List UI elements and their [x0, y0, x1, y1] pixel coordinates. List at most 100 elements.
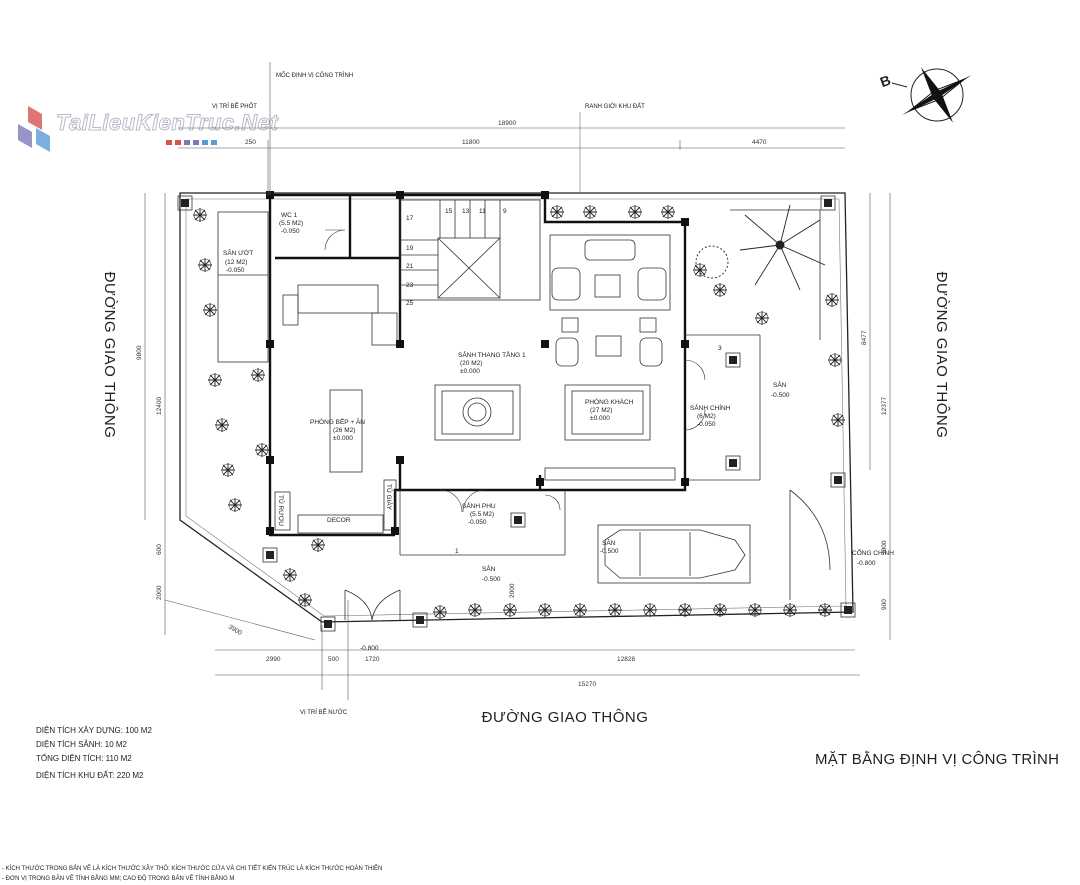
- svg-text:(12 M2): (12 M2): [225, 259, 247, 266]
- footnote-line: - ĐƠN VỊ TRONG BẢN VẼ TÍNH BẰNG MM; CAO …: [2, 876, 235, 882]
- svg-text:±0.000: ±0.000: [460, 368, 480, 375]
- svg-text:8477: 8477: [861, 330, 868, 345]
- svg-text:SẢNH PHỤ: SẢNH PHỤ: [462, 501, 496, 510]
- room-wc: WC 1 (5.5 M2) -0.050: [279, 212, 303, 235]
- drawing-title: MẶT BẰNG ĐỊNH VỊ CÔNG TRÌNH: [815, 751, 1060, 768]
- shoe-cabinet-label: TỦ GIÀY: [385, 484, 394, 511]
- dimension-lines: [144, 62, 891, 700]
- stair-numbers: 17 15 13 11 9 19 21 23 25 3 1: [406, 208, 722, 555]
- svg-text:(6 M2): (6 M2): [697, 413, 716, 420]
- svg-text:900: 900: [881, 599, 888, 610]
- site-boundary: [179, 192, 854, 623]
- logo-icon: [18, 106, 50, 152]
- watermark-logo: TaiLieuKienTruc.Net: [16, 104, 279, 156]
- svg-text:2000: 2000: [509, 583, 516, 598]
- svg-text:18900: 18900: [498, 120, 516, 127]
- callout-ranh-gioi: RANH GIỚI KHU ĐẤT: [585, 103, 645, 110]
- svg-text:4470: 4470: [752, 139, 767, 146]
- room-san-uot: SÂN ƯỚT (12 M2) -0.050: [223, 248, 253, 274]
- svg-text:12400: 12400: [156, 397, 163, 415]
- svg-text:-0.800: -0.800: [857, 560, 876, 567]
- interior-lines: [217, 199, 831, 621]
- tree-icon: [695, 204, 826, 291]
- gate-pillars: [177, 195, 856, 632]
- svg-text:13: 13: [462, 208, 470, 215]
- svg-text:9800: 9800: [136, 345, 143, 360]
- yard-right: SÂN -0.500: [771, 380, 790, 399]
- callout-be-phot: VỊ TRÍ BỂ PHỐT: [212, 103, 257, 110]
- logo-text: TaiLieuKienTruc.Net: [55, 110, 279, 136]
- svg-text:19: 19: [406, 245, 414, 252]
- svg-text:±0.000: ±0.000: [590, 415, 610, 422]
- svg-text:-0.050: -0.050: [697, 421, 716, 428]
- yard-bottom: SÂN -0.500: [482, 564, 501, 583]
- svg-text:SÂN: SÂN: [482, 564, 496, 573]
- svg-text:-0.500: -0.500: [600, 548, 619, 555]
- gate-level: -0.800: [360, 645, 379, 652]
- svg-text:3: 3: [718, 345, 722, 352]
- room-sanh-chinh: SẢNH CHÍNH (6 M2) -0.050: [690, 403, 731, 428]
- svg-text:3000: 3000: [881, 540, 888, 555]
- summary-line: DIỆN TÍCH KHU ĐẤT: 220 M2: [36, 771, 144, 780]
- svg-text:11800: 11800: [462, 139, 480, 146]
- svg-text:(5.5 M2): (5.5 M2): [470, 511, 494, 518]
- svg-text:23: 23: [406, 282, 414, 289]
- svg-text:2990: 2990: [266, 656, 281, 663]
- svg-text:SẢNH CHÍNH: SẢNH CHÍNH: [690, 403, 731, 412]
- garden-plants: [192, 204, 846, 620]
- summary-line: DIỆN TÍCH XÂY DỰNG: 100 M2: [36, 726, 152, 735]
- decor-label: DECOR: [327, 517, 351, 524]
- svg-text:(5.5 M2): (5.5 M2): [279, 220, 303, 227]
- room-bep-an: PHÒNG BẾP + ĂN (26 M2) ±0.000: [310, 416, 365, 442]
- svg-text:11: 11: [479, 208, 486, 215]
- svg-text:PHÒNG KHÁCH: PHÒNG KHÁCH: [585, 397, 634, 406]
- svg-text:-0.500: -0.500: [482, 576, 501, 583]
- svg-text:1: 1: [455, 548, 459, 555]
- svg-text:17: 17: [406, 215, 414, 222]
- svg-text:SÂN: SÂN: [773, 380, 787, 389]
- svg-text:-0.050: -0.050: [468, 519, 487, 526]
- svg-text:±0.000: ±0.000: [333, 435, 353, 442]
- svg-text:9: 9: [503, 208, 507, 215]
- svg-text:(26 M2): (26 M2): [333, 427, 355, 434]
- yard-car: SÂN -0.500: [600, 538, 619, 555]
- footnote-line: - KÍCH THƯỚC TRONG BẢN VẼ LÀ KÍCH THƯỚC …: [2, 866, 383, 872]
- callout-be-nuoc: VỊ TRÍ BỂ NƯỚC: [300, 709, 348, 716]
- callout-moc-dinh-vi: MỐC ĐỊNH VỊ CÔNG TRÌNH: [276, 72, 353, 79]
- svg-text:25: 25: [406, 300, 414, 307]
- road-label-bottom: ĐƯỜNG GIAO THÔNG: [482, 709, 649, 726]
- svg-text:CỔNG CHÍNH: CỔNG CHÍNH: [852, 548, 894, 557]
- svg-text:15270: 15270: [578, 681, 596, 688]
- svg-text:SÂN: SÂN: [602, 538, 616, 547]
- svg-text:(20 M2): (20 M2): [460, 360, 482, 367]
- north-arrow-icon: [891, 67, 972, 123]
- north-letter: B: [878, 72, 893, 90]
- room-sanh-phu: SẢNH PHỤ (5.5 M2) -0.050: [462, 501, 496, 526]
- wine-cabinet-label: TỦ RƯỢU: [277, 495, 286, 526]
- svg-text:600: 600: [156, 544, 163, 555]
- svg-text:500: 500: [328, 656, 339, 663]
- summary-line: DIỆN TÍCH SẢNH: 10 M2: [36, 740, 127, 749]
- svg-text:SẢNH THANG TẦNG 1: SẢNH THANG TẦNG 1: [458, 349, 526, 359]
- svg-text:21: 21: [406, 263, 414, 270]
- doors: [324, 229, 706, 513]
- svg-text:15: 15: [445, 208, 453, 215]
- dimension-texts: 18900 11800 4470 250 9800 12400 600 2000…: [136, 120, 888, 688]
- svg-text:SÂN ƯỚT: SÂN ƯỚT: [223, 248, 253, 257]
- summary-line: TỔNG DIỆN TÍCH: 110 M2: [36, 754, 132, 763]
- svg-text:250: 250: [245, 139, 256, 146]
- room-sanh-thang: SẢNH THANG TẦNG 1 (20 M2) ±0.000: [458, 349, 526, 375]
- main-gate: CỔNG CHÍNH -0.800: [852, 548, 894, 567]
- svg-text:12377: 12377: [881, 397, 888, 415]
- svg-text:2000: 2000: [156, 585, 163, 600]
- svg-text:1720: 1720: [365, 656, 380, 663]
- svg-text:-0.500: -0.500: [771, 392, 790, 399]
- logo-stripe: [166, 140, 217, 145]
- svg-text:-0.050: -0.050: [281, 228, 300, 235]
- room-khach: PHÒNG KHÁCH (27 M2) ±0.000: [585, 397, 634, 422]
- road-label-right: ĐƯỜNG GIAO THÔNG: [933, 272, 950, 439]
- svg-text:(27 M2): (27 M2): [590, 407, 612, 414]
- svg-text:WC 1: WC 1: [281, 212, 298, 219]
- svg-text:12828: 12828: [617, 656, 635, 663]
